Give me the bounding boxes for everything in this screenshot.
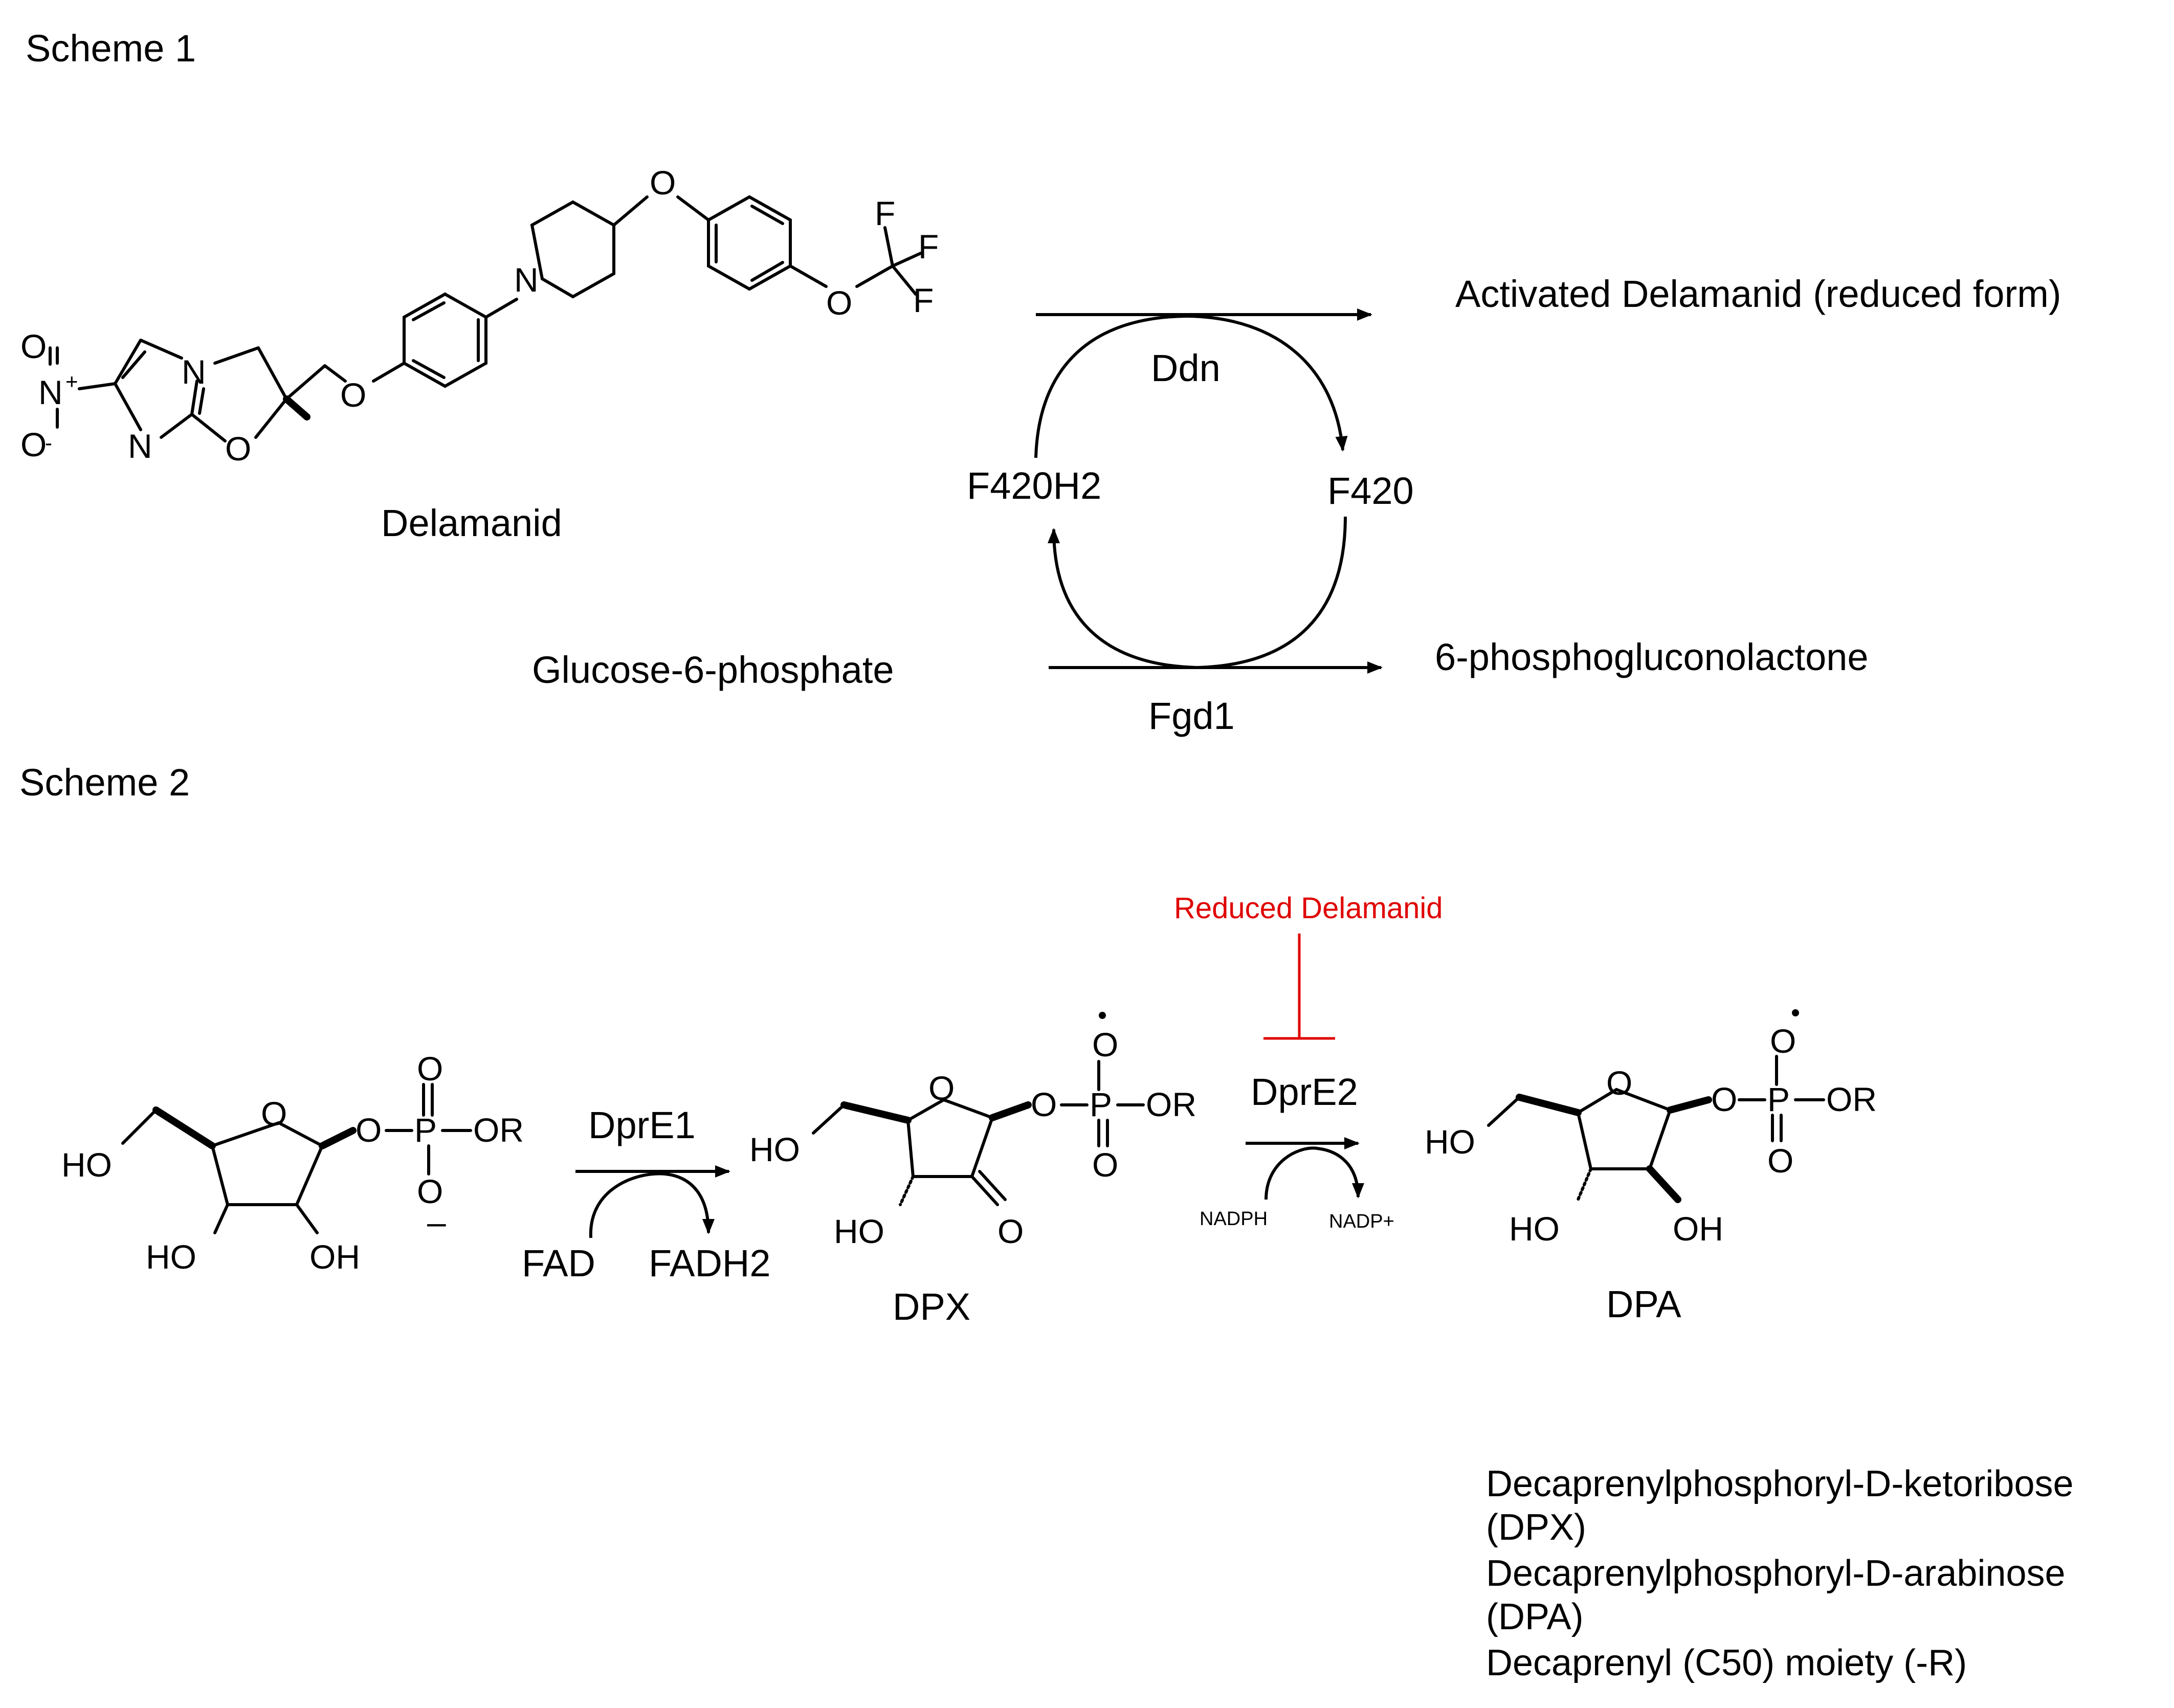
svg-text:N: N bbox=[182, 353, 206, 391]
svg-text:P: P bbox=[414, 1111, 437, 1149]
dpx-atom-labels: O HO HO O O P O O OR bbox=[749, 1026, 1196, 1250]
svg-text:F: F bbox=[918, 228, 939, 265]
svg-text:F: F bbox=[913, 281, 934, 319]
svg-text:P: P bbox=[1090, 1085, 1112, 1123]
dpre2-label: DprE2 bbox=[1251, 1071, 1358, 1113]
dpx-structure bbox=[812, 1012, 1145, 1206]
f420h2-label: F420H2 bbox=[967, 464, 1101, 507]
f420h2-to-f420-arc bbox=[1034, 314, 1348, 458]
activated-delamanid-label: Activated Delamanid (reduced form) bbox=[1455, 273, 2061, 315]
legend-line-3: Decaprenylphosphoryl-D-arabinose bbox=[1486, 1553, 2066, 1594]
f420-to-f420h2-arc bbox=[1048, 516, 1347, 670]
dpx-label: DPX bbox=[893, 1285, 970, 1328]
svg-text:+: + bbox=[65, 369, 78, 393]
svg-text:O: O bbox=[826, 284, 852, 322]
svg-text:O: O bbox=[650, 164, 676, 202]
svg-text:OH: OH bbox=[309, 1238, 360, 1276]
svg-text:O: O bbox=[1711, 1080, 1737, 1118]
svg-text:OR: OR bbox=[473, 1111, 524, 1149]
substrate-atom-labels: O HO HO OH O P O O – OR bbox=[61, 1050, 524, 1276]
svg-text:O: O bbox=[1767, 1142, 1793, 1180]
dpa-atom-labels: O HO HO OH O P O O OR bbox=[1425, 1022, 1877, 1248]
scheme1-title: Scheme 1 bbox=[26, 27, 196, 70]
svg-text:OH: OH bbox=[1673, 1210, 1723, 1248]
delamanid-structure bbox=[49, 195, 922, 442]
svg-text:HO: HO bbox=[1425, 1123, 1475, 1161]
svg-text:O: O bbox=[417, 1172, 443, 1210]
f420-cycle bbox=[1034, 308, 1383, 674]
svg-text:O: O bbox=[20, 327, 47, 365]
phosphogluconolactone-label: 6-phosphogluconolactone bbox=[1435, 636, 1869, 678]
fad-label: FAD bbox=[522, 1242, 595, 1284]
svg-text:N: N bbox=[38, 373, 63, 411]
inhibition-bar bbox=[1263, 934, 1335, 1040]
abbreviation-legend: Decaprenylphosphoryl-D-ketoribose (DPX) … bbox=[1486, 1463, 2074, 1683]
svg-text:-: - bbox=[45, 431, 52, 455]
svg-text:OR: OR bbox=[1826, 1080, 1877, 1118]
delamanid-atom-labels: O N + O - N N O O N O O F F F bbox=[20, 164, 939, 468]
svg-text:N: N bbox=[128, 427, 152, 465]
svg-text:O: O bbox=[356, 1111, 382, 1149]
svg-text:O: O bbox=[1606, 1064, 1632, 1102]
svg-text:HO: HO bbox=[61, 1146, 112, 1184]
nadph-label: NADPH bbox=[1200, 1208, 1268, 1230]
dpre1-label: DprE1 bbox=[588, 1104, 696, 1146]
fad-cofactor-arc bbox=[589, 1172, 715, 1238]
svg-text:O: O bbox=[1770, 1022, 1796, 1060]
delamanid-label: Delamanid bbox=[381, 502, 562, 544]
legend-line-4: (DPA) bbox=[1486, 1596, 1584, 1637]
svg-text:O: O bbox=[1092, 1026, 1118, 1063]
svg-text:O: O bbox=[261, 1095, 287, 1133]
nadp-plus-label: NADP+ bbox=[1329, 1211, 1394, 1232]
legend-line-2: (DPX) bbox=[1486, 1507, 1586, 1548]
svg-text:N: N bbox=[514, 261, 539, 299]
nadph-cofactor-arc bbox=[1265, 1146, 1364, 1200]
svg-text:–: – bbox=[427, 1203, 446, 1241]
glucose-6-phosphate-label: Glucose-6-phosphate bbox=[532, 649, 894, 691]
svg-text:O: O bbox=[1031, 1085, 1057, 1123]
svg-text:O: O bbox=[340, 376, 366, 414]
svg-text:HO: HO bbox=[749, 1130, 800, 1168]
svg-text:HO: HO bbox=[146, 1238, 196, 1276]
svg-text:O: O bbox=[417, 1050, 443, 1088]
svg-text:O: O bbox=[997, 1212, 1024, 1250]
substrate-ribose-structure bbox=[121, 1083, 472, 1234]
fgd1-label: Fgd1 bbox=[1148, 695, 1235, 737]
svg-text:F: F bbox=[875, 194, 895, 232]
fadh2-label: FADH2 bbox=[649, 1242, 771, 1284]
ddn-label: Ddn bbox=[1151, 347, 1221, 389]
svg-text:O: O bbox=[1092, 1146, 1118, 1184]
scheme2-title: Scheme 2 bbox=[19, 761, 190, 804]
legend-line-5: Decaprenyl (C50) moiety (-R) bbox=[1486, 1643, 1967, 1683]
f420-label: F420 bbox=[1327, 470, 1414, 512]
dpa-structure bbox=[1487, 1009, 1825, 1203]
svg-text:O: O bbox=[225, 430, 251, 468]
legend-line-1: Decaprenylphosphoryl-D-ketoribose bbox=[1486, 1463, 2074, 1504]
svg-text:O: O bbox=[20, 426, 47, 463]
reduced-delamanid-label: Reduced Delamanid bbox=[1174, 892, 1443, 925]
svg-text:HO: HO bbox=[834, 1212, 884, 1250]
svg-text:HO: HO bbox=[1509, 1210, 1560, 1248]
svg-text:OR: OR bbox=[1146, 1085, 1196, 1123]
svg-text:P: P bbox=[1767, 1080, 1790, 1118]
dpa-label: DPA bbox=[1606, 1283, 1681, 1325]
svg-text:O: O bbox=[928, 1069, 955, 1107]
